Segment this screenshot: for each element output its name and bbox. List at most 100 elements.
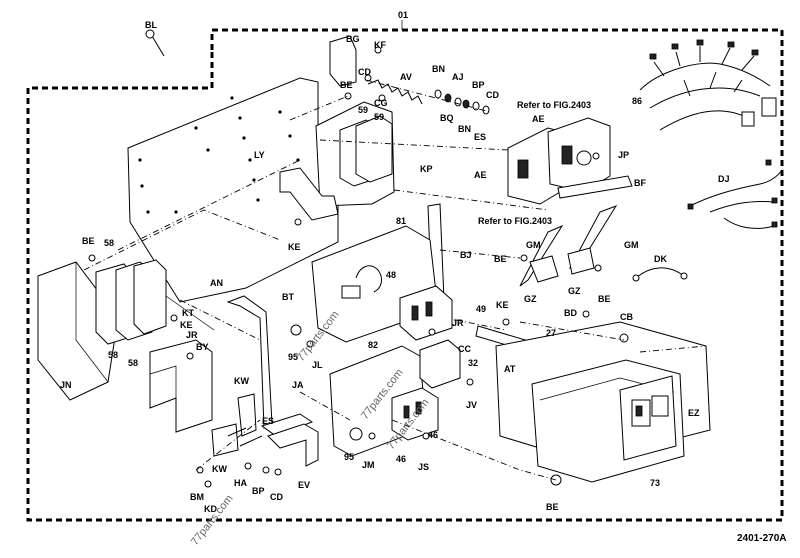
chassis-73 bbox=[495, 321, 711, 486]
callout-label: JR bbox=[452, 318, 464, 328]
leader-lines bbox=[83, 79, 707, 481]
callout-label: KE bbox=[496, 300, 509, 310]
callout-label: KF bbox=[374, 40, 386, 50]
callout-label: BG bbox=[346, 34, 360, 44]
callout-label: KT bbox=[182, 308, 194, 318]
callout-label: 48 bbox=[386, 270, 396, 280]
wire-harness-86 bbox=[639, 39, 777, 131]
callout-label: KD bbox=[204, 504, 217, 514]
callout-label: JN bbox=[60, 380, 72, 390]
callout-label: 58 bbox=[108, 350, 118, 360]
breaker-assembly-ae bbox=[507, 117, 611, 205]
callout-label: AE bbox=[532, 114, 545, 124]
callout-label: BE bbox=[340, 80, 353, 90]
callout-label: BE bbox=[546, 502, 559, 512]
bracket-by bbox=[149, 295, 215, 433]
callout-label: BT bbox=[282, 292, 294, 302]
callout-label: 01 bbox=[398, 10, 408, 20]
callout-label: 27 bbox=[546, 328, 556, 338]
callout-label: ES bbox=[262, 416, 274, 426]
callout-label: 49 bbox=[476, 304, 486, 314]
relay-bracket-kp bbox=[315, 35, 395, 207]
figure-code: 2401-270A bbox=[737, 533, 786, 544]
shaft-bf bbox=[557, 175, 633, 199]
callout-label: JL bbox=[312, 360, 323, 370]
callout-label: CC bbox=[458, 344, 471, 354]
washer-stack bbox=[434, 89, 490, 115]
callout-label: JS bbox=[418, 462, 429, 472]
callout-label: 81 bbox=[396, 216, 406, 226]
callout-label: CD bbox=[358, 67, 371, 77]
panel-82 bbox=[329, 339, 461, 457]
callout-label: AV bbox=[400, 72, 412, 82]
callout-label: EZ bbox=[688, 408, 700, 418]
callout-label: BY bbox=[196, 342, 209, 352]
callout-label: AE bbox=[474, 170, 487, 180]
callout-label: AN bbox=[210, 278, 223, 288]
callout-label: JR bbox=[186, 330, 198, 340]
wire-dk bbox=[632, 267, 688, 282]
callout-label: KE bbox=[288, 242, 301, 252]
callout-label: AT bbox=[504, 364, 516, 374]
bracket-ja bbox=[226, 295, 314, 437]
bracket-ly bbox=[279, 167, 339, 221]
callout-label: CD bbox=[270, 492, 283, 502]
bracket-ev bbox=[267, 423, 319, 467]
callout-label: BE bbox=[82, 236, 95, 246]
callout-label: 46 bbox=[428, 430, 438, 440]
callout-label: ES bbox=[474, 132, 486, 142]
callout-label: CG bbox=[374, 98, 388, 108]
callout-label: JA bbox=[292, 380, 304, 390]
callout-label: BP bbox=[252, 486, 265, 496]
callout-label: BF bbox=[634, 178, 646, 188]
callout-label: KP bbox=[420, 164, 433, 174]
callout-label: 58 bbox=[128, 358, 138, 368]
callout-label: BL bbox=[145, 20, 157, 30]
callout-label: CD bbox=[486, 90, 499, 100]
callout-label: JV bbox=[466, 400, 477, 410]
reference-note: Refer to FIG.2403 bbox=[517, 100, 591, 110]
callout-label: BN bbox=[458, 124, 471, 134]
callout-label: JP bbox=[618, 150, 629, 160]
callout-label: 82 bbox=[368, 340, 378, 350]
part-callouts: 01 BL BG KF BE CD CG 59 59 AV BN AJ BP C… bbox=[60, 10, 786, 544]
callout-label: EV bbox=[298, 480, 310, 490]
callout-label: 95 bbox=[344, 452, 354, 462]
callout-label: KW bbox=[212, 464, 227, 474]
callout-label: AJ bbox=[452, 72, 464, 82]
callout-label: LY bbox=[254, 150, 265, 160]
callout-label: BE bbox=[598, 294, 611, 304]
callout-label: 95 bbox=[288, 352, 298, 362]
callout-label: GZ bbox=[568, 286, 581, 296]
callout-label: BM bbox=[190, 492, 204, 502]
callout-label: DK bbox=[654, 254, 667, 264]
callout-label: BQ bbox=[440, 113, 454, 123]
callout-label: 73 bbox=[650, 478, 660, 488]
bracket-gm bbox=[519, 205, 618, 287]
wire-harness-dj bbox=[687, 159, 783, 229]
callout-label: 32 bbox=[468, 358, 478, 368]
callout-label: BP bbox=[472, 80, 485, 90]
callout-label: GZ bbox=[524, 294, 537, 304]
callout-label: CB bbox=[620, 312, 633, 322]
callout-label: HA bbox=[234, 478, 247, 488]
callout-label: DJ bbox=[718, 174, 730, 184]
spring-av bbox=[367, 79, 423, 105]
callout-label: 59 bbox=[358, 105, 368, 115]
callout-label: JM bbox=[362, 460, 375, 470]
callout-label: BE bbox=[494, 254, 507, 264]
callout-label: 46 bbox=[396, 454, 406, 464]
panel-81 bbox=[311, 225, 453, 343]
diagram-frame bbox=[26, 28, 784, 522]
callout-label: KE bbox=[180, 320, 193, 330]
callout-label: KW bbox=[234, 376, 249, 386]
bracket-kw bbox=[211, 393, 257, 457]
callout-label: GM bbox=[624, 240, 639, 250]
callout-label: 86 bbox=[632, 96, 642, 106]
reference-note: Refer to FIG.2403 bbox=[478, 216, 552, 226]
callout-label: 58 bbox=[104, 238, 114, 248]
fasteners bbox=[88, 29, 629, 488]
callout-label: BJ bbox=[460, 250, 472, 260]
